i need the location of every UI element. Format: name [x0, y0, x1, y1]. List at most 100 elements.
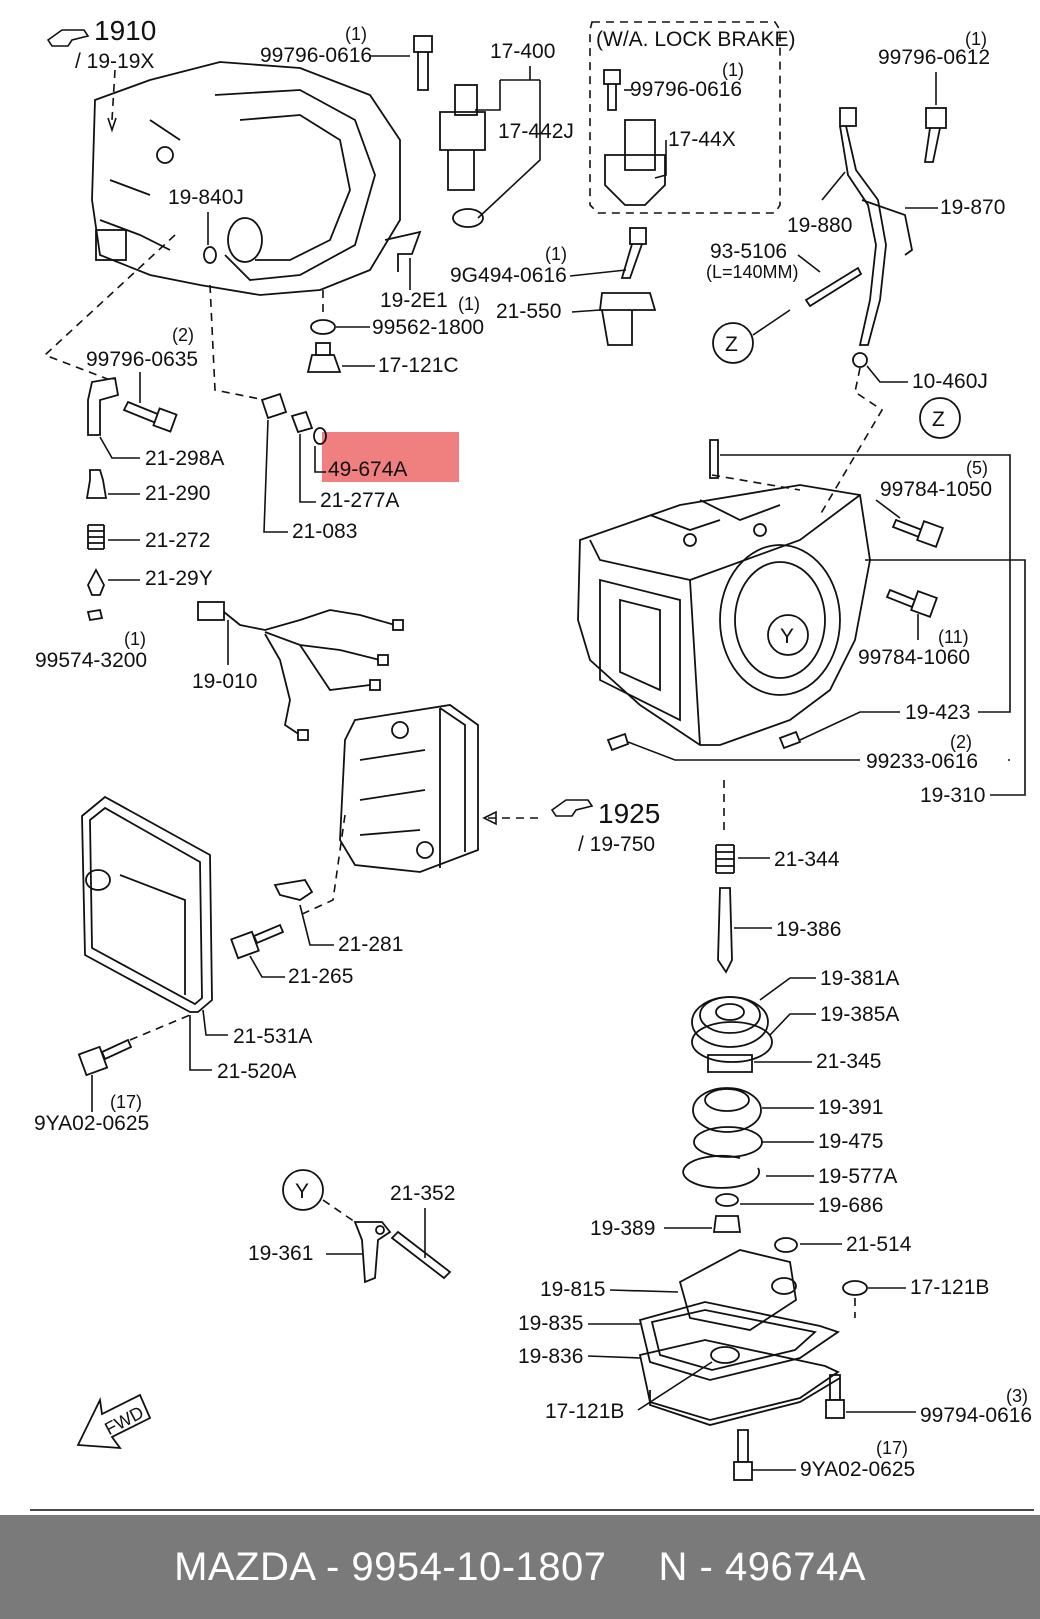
oil-pan-gasket-19-835 — [638, 1301, 841, 1381]
label-21-290: 21-290 — [145, 482, 210, 505]
label-19-310: 19-310 — [920, 784, 985, 807]
rod-19-386 — [717, 887, 733, 974]
label-21-272: 21-272 — [145, 529, 210, 552]
oil-pan-19-836 — [638, 1339, 841, 1426]
callout-z-upper: Z — [725, 333, 738, 356]
label-19-880: 19-880 — [787, 214, 852, 237]
valve-21-290 — [85, 469, 108, 499]
control-valve-body — [339, 704, 479, 873]
qty-99562-1800: (1) — [458, 294, 480, 314]
bracket-19-2e1 — [384, 230, 422, 272]
nut-19-389 — [712, 1215, 742, 1233]
label-19-391: 19-391 — [818, 1096, 883, 1119]
label-19-840j: 19-840J — [168, 186, 244, 209]
pin-93-5106 — [804, 266, 863, 308]
pointer-hand-icon-1910 — [46, 29, 90, 47]
label-99794-0616: 99794-0616 — [920, 1404, 1032, 1427]
label-21-531a: 21-531A — [233, 1025, 312, 1048]
speed-sensor-17-400 — [439, 84, 486, 228]
seal-19-385a — [691, 1021, 773, 1063]
fitting-21-298a — [87, 376, 120, 436]
ref-1925-sub: / 19-750 — [578, 833, 655, 856]
bolt-99796-0616-top — [413, 35, 433, 91]
footer-part-number: N - 49674A — [658, 1544, 866, 1589]
label-17-400: 17-400 — [490, 40, 555, 63]
note-93-5106: (L=140MM) — [706, 262, 799, 282]
dowel-19-423 — [778, 730, 802, 750]
label-99796-0616-top: 99796-0616 — [260, 44, 372, 67]
label-17-442j: 17-442J — [498, 120, 574, 143]
sleeve-21-083 — [260, 392, 288, 420]
main-case-drawing — [577, 484, 871, 746]
label-21-352: 21-352 — [390, 1182, 455, 1205]
callout-y: Y — [295, 1180, 309, 1203]
qty-99784-1060: (11) — [938, 627, 969, 647]
label-21-514: 21-514 — [846, 1233, 912, 1256]
label-99233-0616: 99233-0616 — [866, 750, 978, 773]
o-ring-21-514 — [774, 1237, 798, 1253]
bolt-21-265 — [230, 923, 285, 960]
washer-17-121b-lower — [710, 1346, 740, 1364]
pin-21-352 — [390, 1230, 452, 1280]
label-21-298a: 21-298A — [145, 447, 224, 470]
highlight-49-674a — [322, 432, 459, 482]
plug-17-121c — [306, 342, 342, 373]
qty-99796-0612: (1) — [965, 29, 987, 49]
bolt-99796-0612 — [923, 107, 947, 163]
fwd-arrow-icon — [76, 1393, 152, 1450]
dowel-99233-0616 — [606, 732, 630, 752]
label-21-344: 21-344 — [774, 848, 840, 871]
label-19-2e1: 19-2E1 — [380, 289, 448, 312]
label-19-836: 19-836 — [518, 1345, 583, 1368]
label-21-550: 21-550 — [496, 300, 561, 323]
detent-spring-21-281 — [273, 879, 314, 901]
qty-9ya02-0625-right: (17) — [876, 1438, 908, 1458]
washer-99562-1800 — [310, 319, 336, 335]
snap-ring-19-577a — [682, 1154, 761, 1189]
sleeve-21-277a — [290, 410, 314, 434]
label-21-083: 21-083 — [292, 520, 357, 543]
seal-21-345 — [707, 1054, 753, 1073]
valve-cover-21-520a — [81, 795, 213, 1013]
dipstick-tube-19-870 — [839, 107, 913, 346]
qty-99796-0616-top: (1) — [345, 24, 367, 44]
bolt-9g494-0616 — [620, 227, 647, 279]
label-21-345: 21-345 — [816, 1050, 881, 1073]
label-21-277a: 21-277A — [320, 489, 399, 512]
label-19-361: 19-361 — [248, 1242, 313, 1265]
label-17-121c: 17-121C — [378, 354, 459, 377]
label-99784-1050: 99784-1050 — [880, 478, 992, 501]
bolt-99784-1060 — [885, 588, 938, 618]
label-19-475: 19-475 — [818, 1130, 883, 1153]
label-9ya02-0625-left: 9YA02-0625 — [34, 1112, 149, 1135]
footer-caption: MAZDA - 9954-10-1807 N - 49674A — [0, 1515, 1040, 1619]
label-21-265: 21-265 — [288, 965, 353, 988]
lock-solenoid-17-44x — [604, 119, 666, 206]
label-9ya02-0625-right: 9YA02-0625 — [800, 1458, 915, 1481]
bolt-99796-0635 — [122, 400, 178, 433]
label-99784-1060: 99784-1060 — [858, 646, 970, 669]
label-19-835: 19-835 — [518, 1312, 583, 1335]
qty-9ya02-0625-left: (17) — [110, 1092, 142, 1112]
footer-bar: MAZDA - 9954-10-1807 N - 49674A — [0, 1515, 1040, 1619]
transaxle-case-drawing — [91, 61, 401, 296]
label-19-870: 19-870 — [940, 196, 1005, 219]
label-21-520a: 21-520A — [217, 1060, 296, 1083]
label-99574-3200: 99574-3200 — [35, 649, 147, 672]
label-19-686: 19-686 — [818, 1194, 883, 1217]
label-19-423: 19-423 — [905, 701, 970, 724]
callout-z-lower: Z — [932, 408, 945, 431]
ref-1910-sub: / 19-19X — [75, 50, 154, 73]
bolt-99794-0616 — [825, 1374, 845, 1419]
label-19-389: 19-389 — [590, 1217, 655, 1240]
spring-21-272 — [87, 524, 105, 550]
callout-lock-brake: (W/A. LOCK BRAKE) — [596, 28, 796, 51]
qty-99784-1050: (5) — [966, 458, 988, 478]
label-21-281: 21-281 — [338, 933, 403, 956]
ref-1910: 1910 — [94, 15, 156, 46]
label-99796-0612: 99796-0612 — [878, 46, 990, 69]
o-ring-10-460j — [852, 352, 868, 368]
label-99562-1800: 99562-1800 — [372, 316, 484, 339]
qty-99794-0616: (3) — [1006, 1386, 1028, 1406]
washer-19-686 — [715, 1193, 739, 1207]
